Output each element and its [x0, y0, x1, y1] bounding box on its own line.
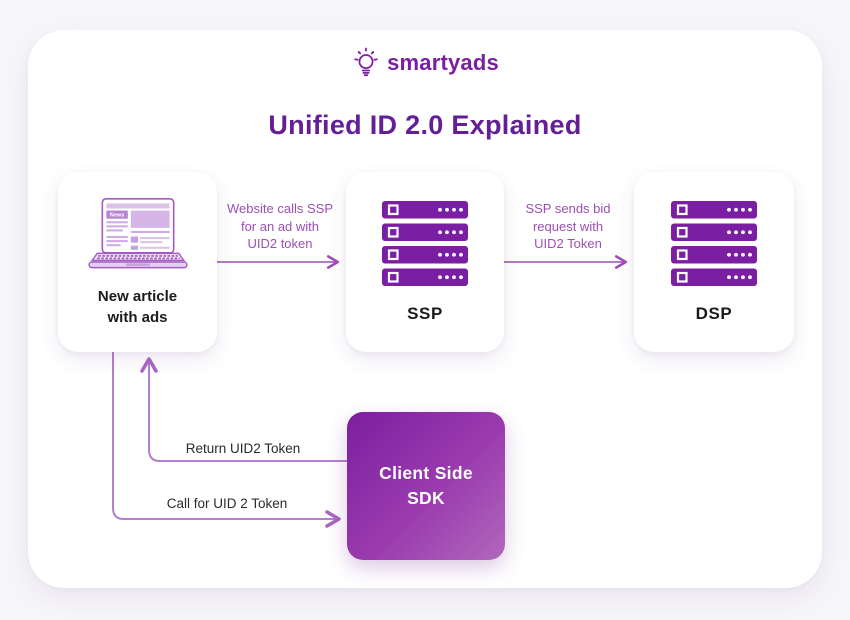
brand-name: smartyads: [387, 50, 499, 75]
node-ssp: SSP: [346, 172, 504, 352]
node-label-article: New article with ads: [97, 287, 178, 326]
node-label-ssp: SSP: [407, 303, 443, 323]
server-stack-icon: [382, 200, 468, 286]
lightbulb-icon: [354, 47, 378, 77]
laptop-screen-label: News: [109, 212, 124, 218]
flow-label-sdk-to-article: Return UID2 Token: [185, 441, 301, 456]
node-dsp: DSP: [634, 172, 794, 352]
node-label-dsp: DSP: [695, 303, 733, 323]
flow-label-article-to-ssp: Website calls SSP for an ad with UID2 to…: [227, 201, 333, 252]
node-label-sdk: Client Side SDK: [379, 462, 473, 508]
flow-label-article-to-sdk: Call for UID 2 Token: [166, 496, 288, 511]
node-new-article: News New article with ads: [58, 172, 217, 352]
page-title: Unified ID 2.0 Explained: [268, 110, 582, 140]
laptop-news-icon: News: [87, 197, 188, 268]
server-stack-icon: [671, 200, 757, 286]
node-client-side-sdk: Client Side SDK: [347, 412, 505, 560]
flow-label-ssp-to-dsp: SSP sends bid request with UID2 Token: [525, 201, 611, 252]
brand-logo: smartyads: [0, 46, 850, 80]
